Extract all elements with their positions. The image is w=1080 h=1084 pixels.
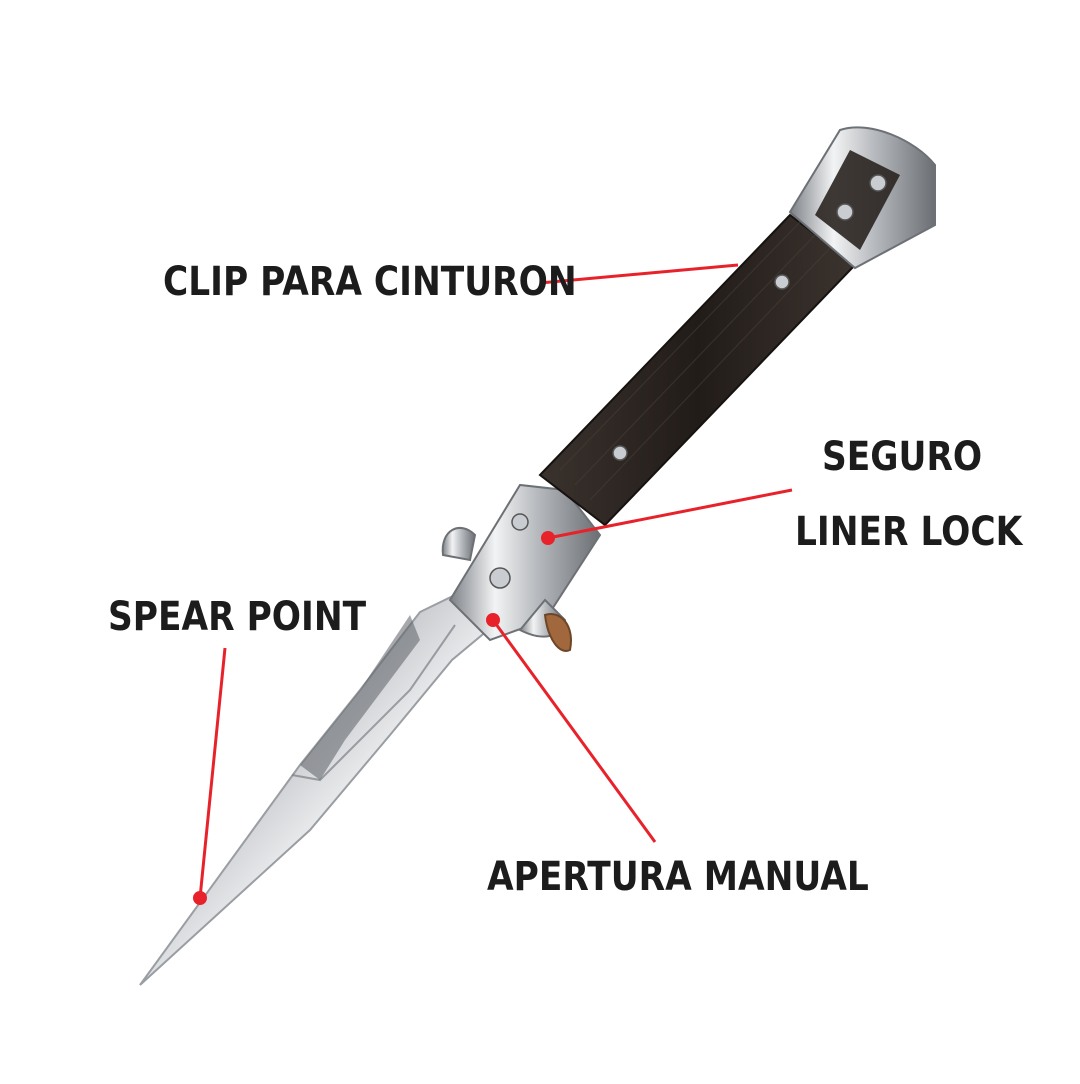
callout-dot-seguro — [541, 531, 555, 545]
screw — [836, 203, 854, 221]
wood-grain — [559, 221, 831, 501]
bolster — [448, 483, 602, 642]
label-spear-point: SPEAR POINT — [108, 594, 367, 640]
callout-line-seguro — [547, 488, 793, 540]
handle-scale — [538, 213, 857, 527]
screw — [489, 567, 511, 589]
blade-grind-line — [291, 624, 456, 782]
label-liner-lock: LINER LOCK — [795, 509, 1023, 555]
label-clip-para-cinturon: CLIP PARA CINTURON — [163, 259, 577, 305]
screw — [774, 274, 790, 290]
screw — [869, 174, 887, 192]
label-apertura-manual: APERTURA MANUAL — [487, 854, 869, 900]
guard-quillon-top — [441, 526, 477, 562]
blade-ricasso — [300, 615, 420, 780]
callout-line-spear — [198, 647, 227, 899]
screw — [612, 445, 628, 461]
callout-dot-apertura — [486, 613, 500, 627]
callout-lines — [198, 263, 793, 899]
screw — [511, 513, 529, 531]
callout-dots — [193, 531, 555, 905]
release-lever — [543, 613, 572, 652]
screws — [489, 174, 887, 589]
callout-line-clip — [539, 263, 739, 285]
callout-line-apertura — [491, 619, 657, 843]
callout-dot-spear — [193, 891, 207, 905]
label-seguro: SEGURO — [822, 434, 983, 480]
